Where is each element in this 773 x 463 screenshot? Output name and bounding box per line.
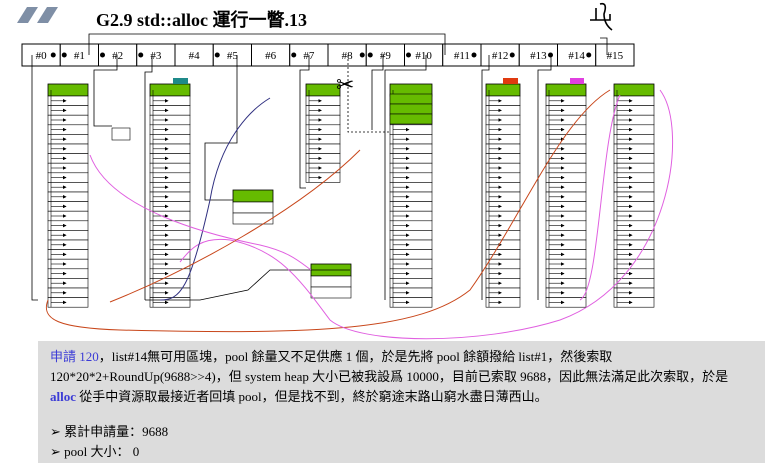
chain-10	[389, 83, 433, 308]
pointer-dot	[586, 52, 592, 58]
chunk-cell	[310, 275, 352, 288]
link	[481, 55, 490, 300]
link	[89, 154, 312, 271]
chunk-cell	[613, 297, 655, 308]
pointer-hand-icon	[590, 2, 613, 31]
tag-teal	[173, 78, 188, 84]
chain-15	[613, 83, 655, 308]
explanation-body: ，list#14無可用區塊，pool 餘量又不足供應 1 個，於是先將 pool…	[50, 349, 729, 384]
chunk-cell	[47, 297, 89, 308]
chunk-head	[232, 189, 274, 203]
link	[144, 55, 153, 300]
slot-label: #5	[227, 50, 239, 62]
chunk-cell	[232, 212, 274, 225]
block-9	[310, 263, 352, 299]
slot-label: #8	[342, 50, 354, 62]
link	[109, 149, 361, 303]
chunk-cell	[389, 297, 433, 308]
chain-7	[305, 83, 341, 183]
slot-label: #0	[36, 50, 48, 62]
chunk-head	[545, 83, 587, 97]
chunk-head	[485, 83, 521, 97]
page-title: G2.9 std::alloc 運行一瞥.13	[96, 10, 307, 30]
pointer-dot	[291, 52, 297, 58]
explanation-box: 申請 120，list#14無可用區塊，pool 餘量又不足供應 1 個，於是先…	[38, 341, 765, 463]
free-list-array: #0#1#2#3#4#5#6#7#8#9#10#11#12#13#14#15	[21, 43, 635, 67]
link	[31, 55, 38, 301]
pointer-dot	[214, 52, 220, 58]
chain-13	[545, 83, 587, 308]
chain-3	[149, 83, 191, 308]
pointer-dot	[509, 52, 515, 58]
pointer-dot	[359, 52, 365, 58]
link	[93, 55, 118, 127]
chunk-cell	[232, 201, 274, 214]
pointer-dot	[61, 52, 67, 58]
slot-label: #1	[74, 50, 85, 62]
slot-label: #4	[189, 50, 201, 62]
chunk-head	[389, 93, 433, 105]
chain-11	[485, 83, 521, 308]
pointer-dot	[50, 52, 56, 58]
chains: ✂	[47, 2, 655, 308]
pointer-dot	[367, 52, 373, 58]
slot-label: #15	[607, 50, 624, 62]
chunk-cell	[310, 286, 352, 299]
chunk-cell	[545, 297, 587, 308]
pool-size: ➢ pool 大小： 0	[50, 444, 140, 459]
slot-label: #13	[530, 50, 547, 62]
link	[45, 89, 611, 333]
pointer-dot	[406, 52, 411, 58]
block-5	[232, 189, 274, 225]
chunk-head	[613, 83, 655, 97]
scissors-icon: ✂	[336, 72, 354, 97]
pointer-dot	[548, 52, 553, 58]
tag-red	[503, 78, 518, 84]
link	[179, 89, 674, 340]
links	[31, 33, 674, 340]
slot-label: #9	[380, 50, 392, 62]
slot-label: #6	[265, 50, 277, 62]
slot-label: #10	[415, 50, 432, 62]
slot-box	[595, 43, 635, 67]
explanation-end: 從手中資源取最接近者回填 pool，但是找不到，終於窮途末路山窮水盡日薄西山。	[76, 389, 548, 404]
link	[600, 37, 608, 55]
pointer-dot	[471, 52, 477, 58]
chunk-head	[305, 83, 341, 97]
link	[371, 55, 384, 130]
chunk-head	[389, 113, 433, 125]
slot-label: #14	[568, 50, 585, 62]
chunk-head	[389, 103, 433, 115]
slot-label: #2	[112, 50, 123, 62]
slot-label: #11	[454, 50, 470, 62]
link	[88, 33, 446, 55]
pointer-dot	[100, 52, 105, 58]
link	[299, 55, 310, 189]
total-requested: ➢ 累計申請量：9688	[50, 424, 169, 439]
link	[204, 55, 238, 201]
alloc-keyword: alloc	[50, 389, 76, 404]
chunk-cell	[485, 297, 521, 308]
explanation-text: 申請 120，list#14無可用區塊，pool 餘量又不足供應 1 個，於是先…	[50, 347, 750, 407]
link	[159, 97, 271, 301]
link	[384, 55, 427, 300]
chunk-head	[47, 83, 89, 97]
link	[145, 269, 350, 301]
slot-label: #3	[150, 50, 162, 62]
free-list-diagram: #0#1#2#3#4#5#6#7#8#9#10#11#12#13#14#15 ✂	[21, 2, 674, 340]
slot-label: #12	[492, 50, 509, 62]
chunk-cell	[111, 127, 131, 141]
chunk-cell	[149, 297, 191, 308]
pointer-dot	[138, 52, 144, 58]
link	[537, 55, 552, 300]
tag-magenta	[570, 78, 584, 84]
request-size: 申請 120	[50, 349, 99, 364]
chain-0	[47, 83, 89, 308]
link	[579, 94, 621, 301]
chunk-head	[149, 83, 191, 97]
link	[347, 55, 390, 133]
